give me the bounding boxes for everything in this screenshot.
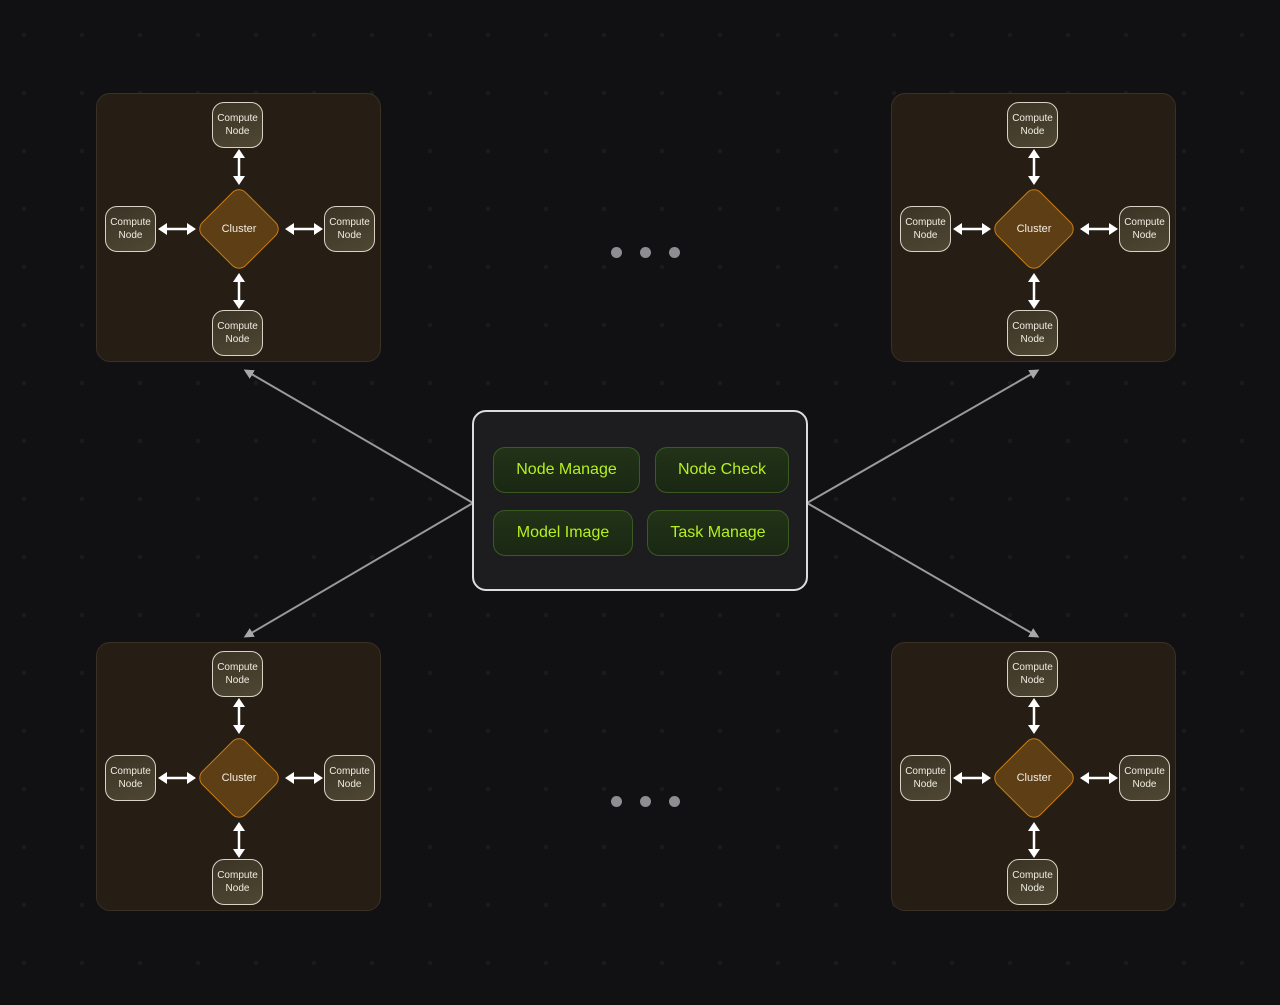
- compute-node-label: Compute Node: [110, 217, 151, 241]
- ellipsis-dot: [640, 247, 651, 258]
- compute-node-label: Compute Node: [329, 766, 370, 790]
- compute-node-label: Compute Node: [905, 766, 946, 790]
- connector-bottom-left: [243, 502, 474, 638]
- compute-node-top[interactable]: Compute Node: [1007, 102, 1058, 148]
- bidirectional-arrow-icon: [1080, 223, 1118, 235]
- compute-node-label: Compute Node: [905, 217, 946, 241]
- cluster-label: Cluster: [221, 223, 257, 235]
- compute-node-bottom[interactable]: Compute Node: [1007, 859, 1058, 905]
- compute-node-right[interactable]: Compute Node: [1119, 755, 1170, 801]
- compute-node-label: Compute Node: [1012, 662, 1053, 686]
- compute-node-label: Compute Node: [1012, 321, 1053, 345]
- bidirectional-arrow-icon: [1028, 698, 1040, 734]
- bidirectional-arrow-icon: [1028, 273, 1040, 309]
- bidirectional-arrow-icon: [1028, 149, 1040, 185]
- compute-node-label: Compute Node: [1012, 113, 1053, 137]
- compute-node-label: Compute Node: [1012, 870, 1053, 894]
- compute-node-label: Compute Node: [217, 321, 258, 345]
- ellipsis-dot: [669, 247, 680, 258]
- compute-node-label: Compute Node: [1124, 217, 1165, 241]
- bidirectional-arrow-icon: [285, 223, 323, 235]
- ellipsis-dot: [611, 247, 622, 258]
- compute-node-top[interactable]: Compute Node: [1007, 651, 1058, 697]
- module-node-manage[interactable]: Node Manage: [493, 447, 640, 493]
- cluster-hub[interactable]: Cluster: [195, 185, 283, 273]
- compute-node-label: Compute Node: [110, 766, 151, 790]
- cluster-hub[interactable]: Cluster: [990, 734, 1078, 822]
- cluster-label: Cluster: [1016, 223, 1052, 235]
- compute-node-left[interactable]: Compute Node: [900, 206, 951, 252]
- compute-node-label: Compute Node: [217, 870, 258, 894]
- compute-node-left[interactable]: Compute Node: [105, 755, 156, 801]
- module-model-image[interactable]: Model Image: [493, 510, 633, 556]
- compute-node-bottom[interactable]: Compute Node: [1007, 310, 1058, 356]
- compute-node-right[interactable]: Compute Node: [324, 206, 375, 252]
- bidirectional-arrow-icon: [1080, 772, 1118, 784]
- compute-node-left[interactable]: Compute Node: [105, 206, 156, 252]
- compute-node-top[interactable]: Compute Node: [212, 102, 263, 148]
- bidirectional-arrow-icon: [1028, 822, 1040, 858]
- ellipsis-dot: [669, 796, 680, 807]
- connector-top-left: [243, 369, 474, 504]
- cluster-label: Cluster: [221, 772, 257, 784]
- bidirectional-arrow-icon: [158, 772, 196, 784]
- cluster-hub[interactable]: Cluster: [990, 185, 1078, 273]
- compute-node-bottom[interactable]: Compute Node: [212, 859, 263, 905]
- compute-node-label: Compute Node: [217, 662, 258, 686]
- compute-node-right[interactable]: Compute Node: [324, 755, 375, 801]
- compute-node-bottom[interactable]: Compute Node: [212, 310, 263, 356]
- ellipsis-dot: [611, 796, 622, 807]
- compute-node-left[interactable]: Compute Node: [900, 755, 951, 801]
- management-hub: Node Manage Node Check Model Image Task …: [472, 410, 808, 591]
- bidirectional-arrow-icon: [233, 273, 245, 309]
- compute-node-right[interactable]: Compute Node: [1119, 206, 1170, 252]
- cluster-label: Cluster: [1016, 772, 1052, 784]
- module-node-check[interactable]: Node Check: [655, 447, 789, 493]
- bidirectional-arrow-icon: [953, 772, 991, 784]
- cluster-hub[interactable]: Cluster: [195, 734, 283, 822]
- compute-node-label: Compute Node: [329, 217, 370, 241]
- ellipsis-bottom: [611, 796, 680, 807]
- ellipsis-dot: [640, 796, 651, 807]
- bidirectional-arrow-icon: [233, 149, 245, 185]
- connector-top-right: [806, 369, 1040, 504]
- connector-bottom-right: [806, 502, 1040, 638]
- bidirectional-arrow-icon: [285, 772, 323, 784]
- compute-node-label: Compute Node: [217, 113, 258, 137]
- bidirectional-arrow-icon: [158, 223, 196, 235]
- bidirectional-arrow-icon: [233, 822, 245, 858]
- bidirectional-arrow-icon: [953, 223, 991, 235]
- compute-node-top[interactable]: Compute Node: [212, 651, 263, 697]
- module-task-manage[interactable]: Task Manage: [647, 510, 789, 556]
- ellipsis-top: [611, 247, 680, 258]
- compute-node-label: Compute Node: [1124, 766, 1165, 790]
- bidirectional-arrow-icon: [233, 698, 245, 734]
